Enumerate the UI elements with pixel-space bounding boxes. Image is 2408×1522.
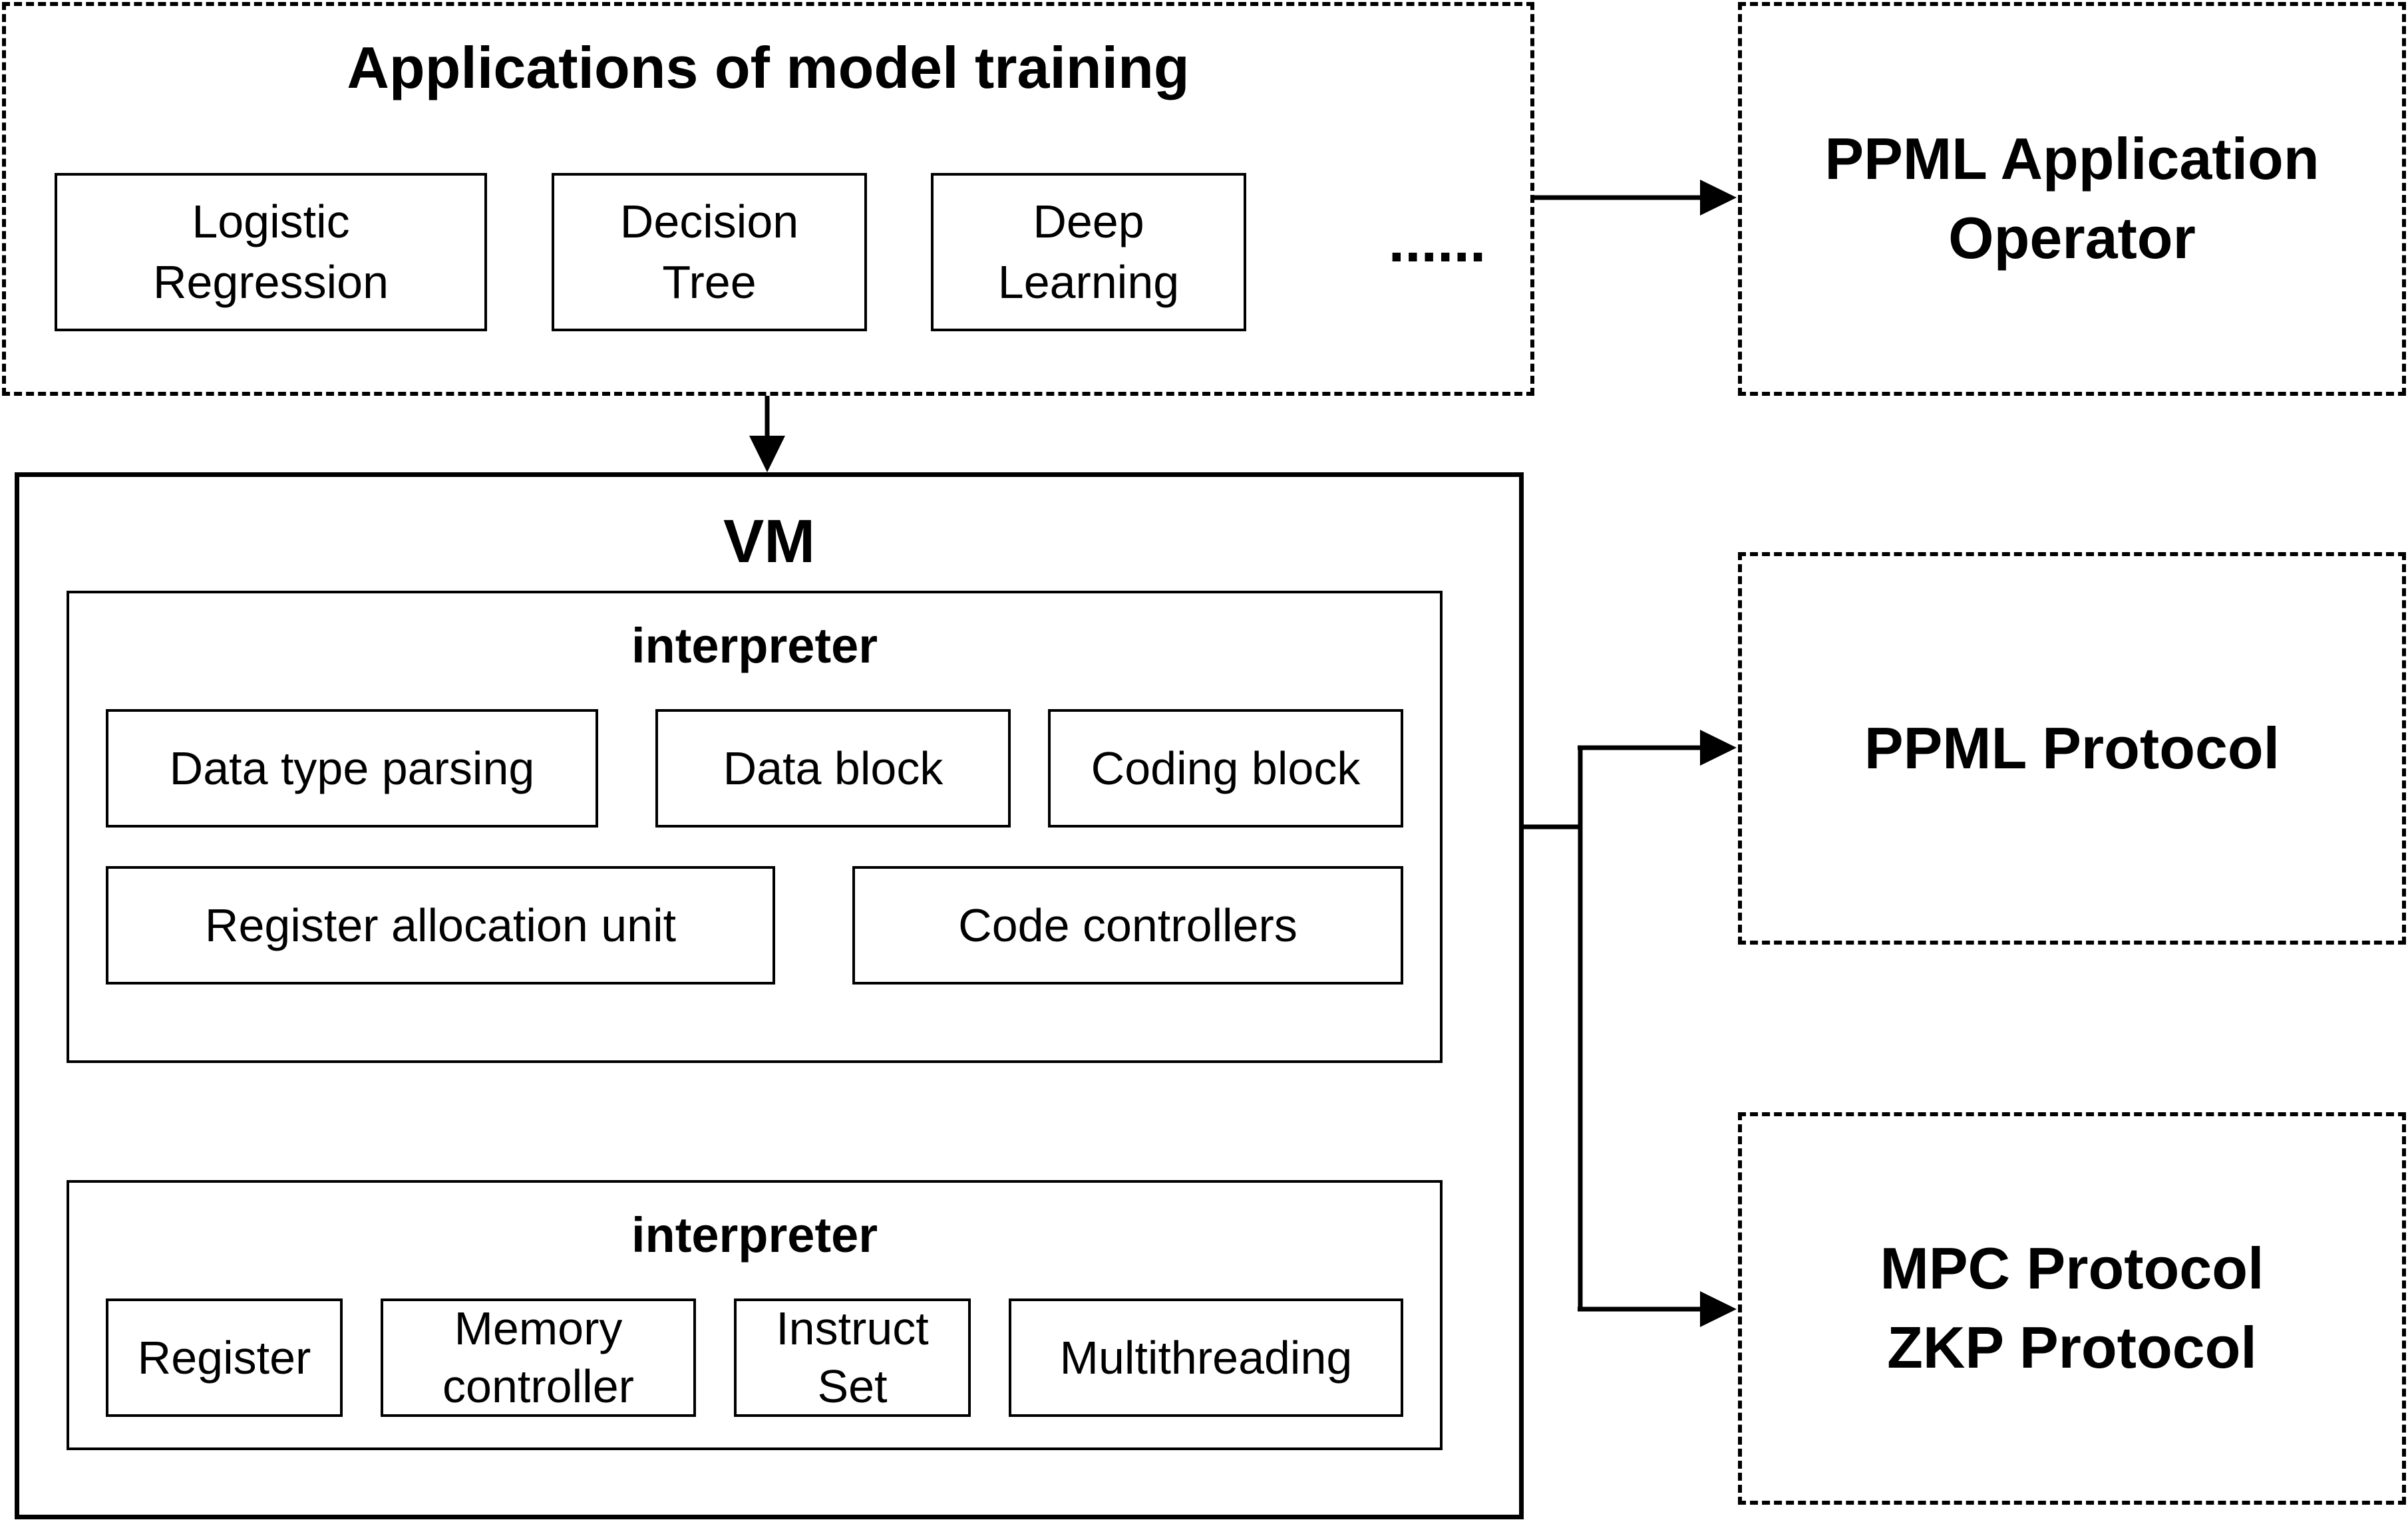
instruct-set: Instruct Set <box>734 1298 971 1417</box>
app-decision-tree: Decision Tree <box>552 173 867 331</box>
arrowhead-operator <box>1700 180 1737 216</box>
code-controllers: Code controllers <box>852 866 1403 985</box>
coding-block: Coding block <box>1048 709 1403 828</box>
ppml-protocol: PPML Protocol <box>1738 552 2406 945</box>
applications-ellipsis: ...... <box>1388 208 1486 274</box>
register-allocation-unit: Register allocation unit <box>106 866 775 985</box>
applications-title: Applications of model training <box>347 35 1190 100</box>
arrowhead-ppml-protocol <box>1700 730 1737 766</box>
interpreter-bottom-title: interpreter <box>631 1207 878 1263</box>
vm-title: VM <box>723 508 815 575</box>
data-block: Data block <box>655 709 1011 828</box>
mpc-zkp-protocol: MPC Protocol ZKP Protocol <box>1738 1112 2406 1505</box>
memory-controller: Memory controller <box>381 1298 696 1417</box>
app-deep-learning: Deep Learning <box>931 173 1246 331</box>
multithreading: Multithreading <box>1009 1298 1403 1417</box>
data-type-parsing: Data type parsing <box>106 709 598 828</box>
arrowhead-mpc-zkp <box>1700 1291 1737 1327</box>
interpreter-top-title: interpreter <box>631 618 878 673</box>
arrowhead-vm <box>749 436 785 472</box>
register: Register <box>106 1298 343 1417</box>
ppml-application-operator: PPML Application Operator <box>1738 2 2406 396</box>
app-logistic-regression: Logistic Regression <box>55 173 487 331</box>
